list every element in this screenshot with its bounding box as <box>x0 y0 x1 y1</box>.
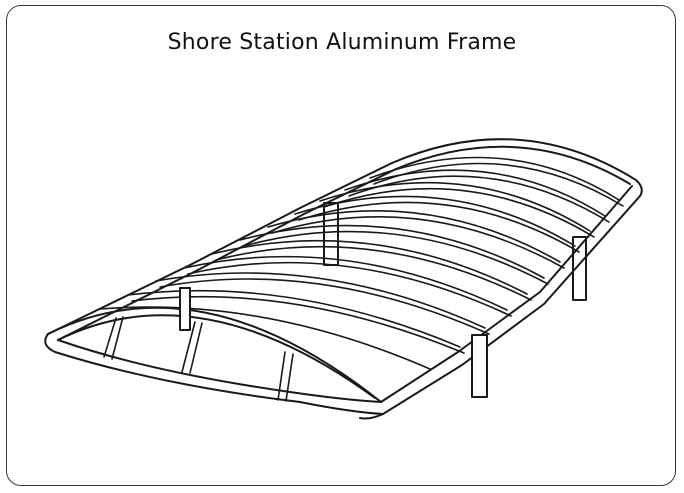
front-posts <box>179 287 488 398</box>
slide-card <box>6 5 676 486</box>
front-arch-overlay <box>359 413 384 420</box>
front-arch <box>44 306 384 415</box>
frame-rafters <box>99 156 624 370</box>
frame-side-rails <box>47 162 641 415</box>
slide-title: Shore Station Aluminum Frame <box>167 30 517 55</box>
front-braces <box>103 316 294 402</box>
front-post-left <box>179 287 191 331</box>
rear-post-right <box>572 236 587 301</box>
front-post-right <box>471 334 488 398</box>
rear-arch <box>391 138 643 197</box>
